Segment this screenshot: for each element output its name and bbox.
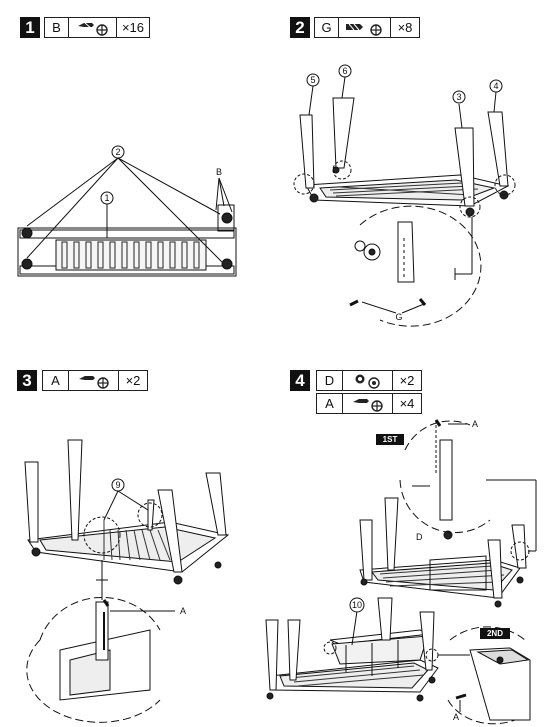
quantity: ×8 bbox=[397, 20, 413, 35]
screw-washer-icon bbox=[69, 18, 117, 37]
part-letter: A bbox=[43, 371, 69, 390]
part-letter: D bbox=[317, 371, 343, 390]
step-number: 4 bbox=[290, 370, 310, 391]
step-number: 3 bbox=[17, 370, 37, 391]
screw-washer-icon bbox=[343, 394, 393, 413]
label-a: A bbox=[472, 419, 478, 429]
callouts: 1 2 5 6 3 4 9 10 bbox=[100, 64, 503, 613]
svg-text:2ND: 2ND bbox=[487, 629, 503, 638]
quantity: ×2 bbox=[399, 373, 415, 388]
label-d: D bbox=[416, 532, 423, 542]
callout-4: 4 bbox=[489, 79, 503, 93]
quantity: ×4 bbox=[399, 396, 415, 411]
svg-text:10: 10 bbox=[352, 600, 362, 610]
step-3-frame-drawing bbox=[24, 439, 230, 723]
svg-text:3: 3 bbox=[456, 92, 461, 102]
svg-text:1ST: 1ST bbox=[383, 435, 398, 444]
part-letter: G bbox=[315, 18, 339, 37]
label-b: B bbox=[216, 167, 222, 177]
step-2-frame-drawing bbox=[293, 76, 516, 327]
screw-washer-icon bbox=[69, 371, 119, 390]
quantity: ×16 bbox=[121, 20, 145, 35]
svg-text:6: 6 bbox=[342, 66, 347, 76]
callout-5: 5 bbox=[306, 73, 320, 87]
step-1-frame-drawing bbox=[17, 157, 237, 277]
step-number: 2 bbox=[290, 17, 310, 38]
screw-washer-icon bbox=[339, 18, 391, 37]
part-letter: A bbox=[317, 394, 343, 413]
svg-text:2: 2 bbox=[115, 147, 120, 157]
label-a: A bbox=[453, 712, 459, 722]
part-letter: B bbox=[45, 18, 69, 37]
svg-text:1: 1 bbox=[104, 193, 109, 203]
callout-2: 2 bbox=[111, 145, 125, 159]
svg-text:4: 4 bbox=[493, 81, 498, 91]
step-4-frame-drawing bbox=[265, 419, 537, 725]
step-number: 1 bbox=[20, 17, 40, 38]
svg-text:5: 5 bbox=[310, 75, 315, 85]
quantity: ×2 bbox=[125, 373, 141, 388]
callout-10: 10 bbox=[349, 597, 365, 613]
callout-6: 6 bbox=[338, 64, 352, 78]
badge-2nd: 2ND bbox=[480, 628, 510, 639]
label-g: G bbox=[395, 312, 402, 322]
callout-1: 1 bbox=[100, 191, 114, 205]
callout-3: 3 bbox=[452, 90, 466, 104]
nut-washer-icon bbox=[343, 371, 393, 390]
svg-text:9: 9 bbox=[115, 480, 120, 490]
label-a: A bbox=[180, 606, 186, 616]
callout-9: 9 bbox=[111, 478, 125, 492]
badge-1st: 1ST bbox=[376, 434, 404, 445]
